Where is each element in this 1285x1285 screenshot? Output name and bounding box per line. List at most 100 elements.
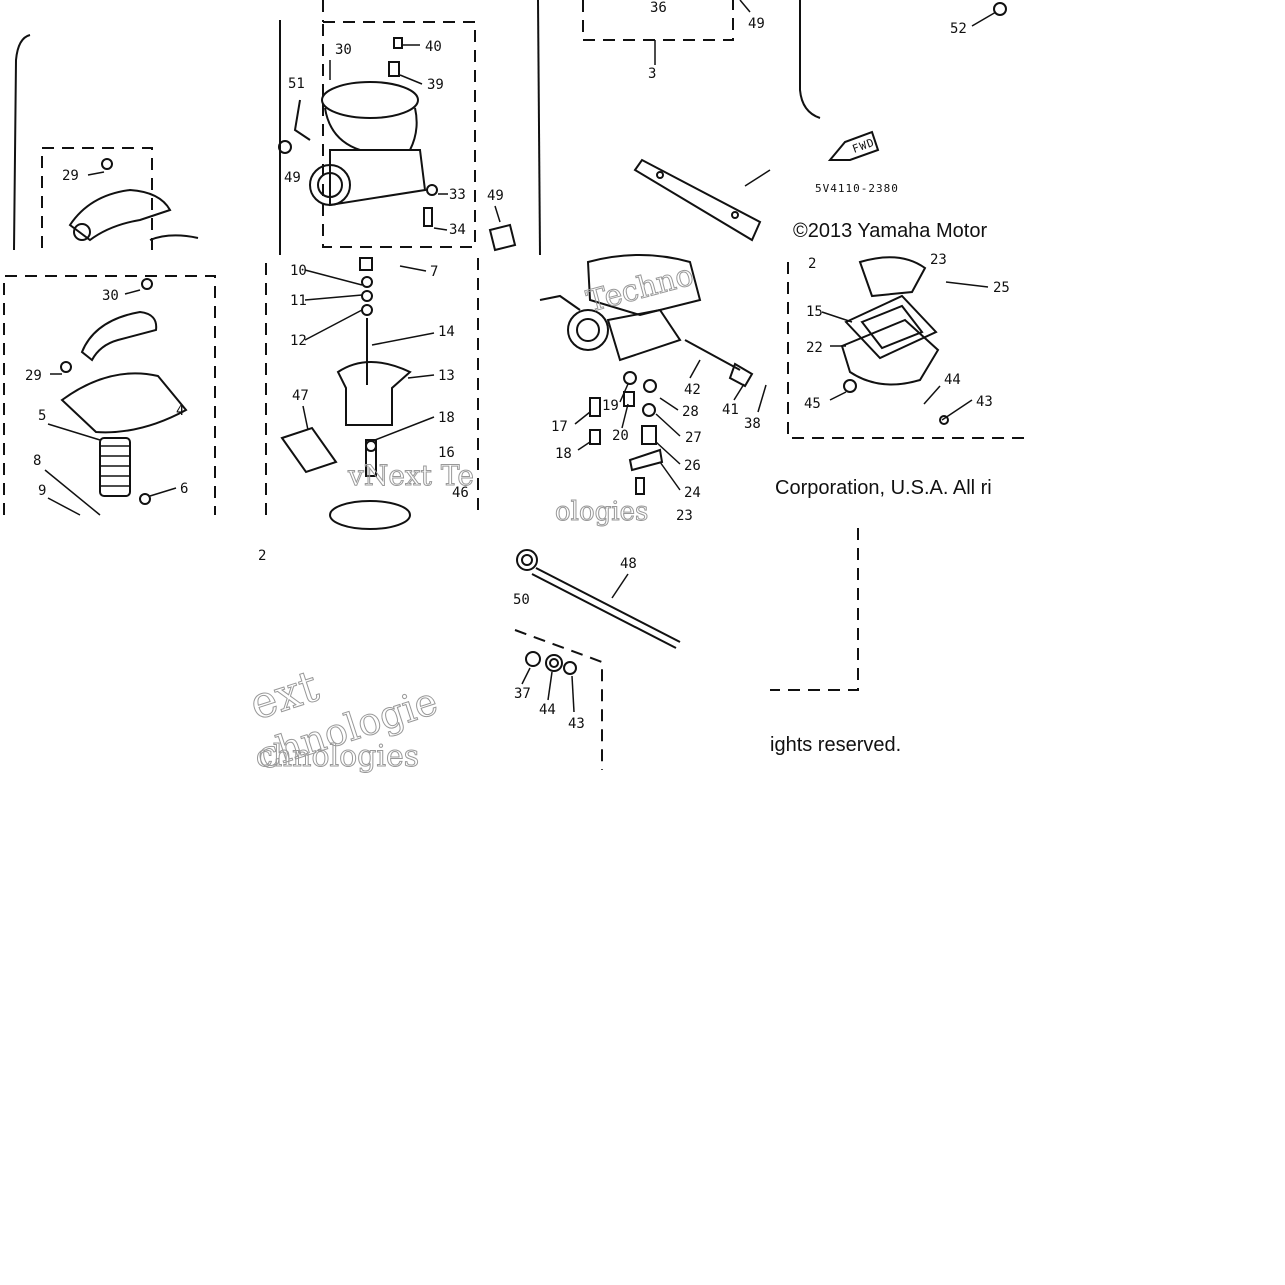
callout-43: 43	[976, 394, 993, 410]
part-47-pin	[280, 426, 338, 474]
tile-lower-left: 2 ext chnologie chnologies	[243, 548, 443, 779]
jet-41	[563, 661, 577, 675]
callout-35: 39	[427, 77, 444, 93]
callout-27: 27	[685, 430, 702, 446]
tile-float-bowl: 30 29 4 5 8 9 6	[0, 255, 260, 517]
callout-11: 11	[290, 293, 307, 309]
callout-40: 42	[684, 382, 701, 398]
shaft-end	[516, 549, 538, 571]
jet-42	[545, 654, 563, 672]
throttle-shaft-48	[535, 567, 681, 643]
callout-48: 48	[620, 556, 637, 572]
callout-16: 17	[551, 419, 568, 435]
group-box-carb-top	[322, 21, 476, 248]
callout-46: 46	[452, 485, 469, 501]
callout-45: 45	[804, 396, 821, 412]
frame-line-right	[537, 0, 541, 256]
fwd-arrow-icon	[827, 130, 880, 161]
callout-23-right: 23	[930, 252, 947, 268]
frame-curve-left	[13, 34, 31, 251]
callout-50: 49	[487, 188, 504, 204]
callout-28: 28	[682, 404, 699, 420]
callout-3: 3	[648, 66, 656, 82]
callout-47: 47	[292, 388, 309, 404]
group-box-jets	[514, 629, 603, 770]
lever-tail	[149, 234, 199, 241]
callout-25: 25	[993, 280, 1010, 296]
callout-20: 20	[612, 428, 629, 444]
callout-34: 36	[650, 0, 667, 16]
tile-lower-right: ights reserved.	[770, 528, 901, 756]
callout-22: 22	[806, 340, 823, 356]
lever-link	[539, 294, 581, 311]
carb-mid-body	[329, 149, 427, 207]
callout-36: 40	[425, 39, 442, 55]
spring-coil	[99, 437, 131, 497]
callout-16-inner: 16	[438, 445, 455, 461]
throttle-link	[293, 99, 311, 141]
float-bowl-body	[840, 318, 940, 386]
callout-26: 26	[684, 458, 701, 474]
diaphragm-cover	[60, 372, 188, 434]
pilot-screw-head	[728, 362, 754, 388]
tile-top-right: 36 3 49 52 FWD 5V4110-2380 ©2013 Yamaha …	[582, 0, 1007, 242]
callout-13: 13	[438, 368, 455, 384]
callout-37: 41	[722, 402, 739, 418]
callout-42: 44	[539, 702, 556, 718]
callout-49-upper: 49	[284, 170, 301, 186]
group-box-bowl	[3, 275, 216, 515]
callout-2-lower: 2	[258, 548, 266, 564]
callout-24: 24	[684, 485, 701, 501]
callout-29-left: 29	[25, 368, 42, 384]
lever-arm-upper	[68, 188, 172, 242]
callout-33: 34	[449, 222, 466, 238]
callout-39: 37	[514, 686, 531, 702]
tile-lower-middle: ologies 48 50 37 44 43	[513, 497, 681, 770]
float-chamber-piston	[336, 361, 412, 426]
callout-5: 5	[38, 408, 46, 424]
callout-32: 33	[449, 187, 466, 203]
part-50-fitting	[488, 223, 517, 252]
callout-23: 23	[676, 508, 693, 524]
callout-7: 7	[430, 264, 438, 280]
watermark-5: chnologies	[256, 739, 419, 774]
callout-9: 9	[38, 483, 46, 499]
carb-intake	[309, 164, 351, 206]
group-box-lever	[41, 147, 153, 259]
callout-10: 10	[290, 263, 307, 279]
callout-49-top-right: 49	[748, 16, 765, 32]
tile-bowl-right: 2 23 25 15 22 45 44 43 Corporation, U.S.…	[770, 252, 1032, 517]
callout-8: 8	[33, 453, 41, 469]
callout-14: 14	[438, 324, 455, 340]
gasket-15	[844, 294, 938, 360]
carb-top-cap	[321, 81, 419, 119]
callout-41: 43	[568, 716, 585, 732]
watermark-6: ologies	[555, 497, 648, 527]
bowl-gasket-edge	[329, 500, 411, 530]
watermark-1: vNext Te	[347, 459, 474, 492]
callout-30-top: 30	[335, 42, 352, 58]
callout-30-left: 30	[102, 288, 119, 304]
tile-needle-jet: 10 11 12 7 14 13 47 18 16 46 vNext Te	[260, 255, 528, 530]
copyright-line-2: Corporation, U.S.A. All ri	[775, 477, 992, 499]
throttle-body-lower	[606, 308, 682, 362]
copyright-line-1: ©2013 Yamaha Motor	[793, 220, 987, 242]
jet-39	[525, 651, 541, 667]
callout-2-right: 2	[808, 256, 816, 272]
frame-curve-right	[799, 0, 821, 119]
callout-15: 15	[806, 304, 823, 320]
tile-top-left: 29 30 40 39 51 49 33 34 49	[13, 0, 541, 259]
bracket-strip	[633, 158, 762, 242]
copyright-line-3: ights reserved.	[770, 734, 901, 756]
callout-44: 44	[944, 372, 961, 388]
callout-51: 51	[288, 76, 305, 92]
callout-29-top: 29	[62, 168, 79, 184]
callout-17: 18	[555, 446, 572, 462]
callout-18: 18	[438, 410, 455, 426]
drawing-number: 5V4110-2380	[815, 182, 899, 195]
throttle-body-upper	[586, 254, 702, 317]
callout-12: 12	[290, 333, 307, 349]
callout-19: 19	[602, 398, 619, 414]
callout-4: 4	[176, 403, 184, 419]
